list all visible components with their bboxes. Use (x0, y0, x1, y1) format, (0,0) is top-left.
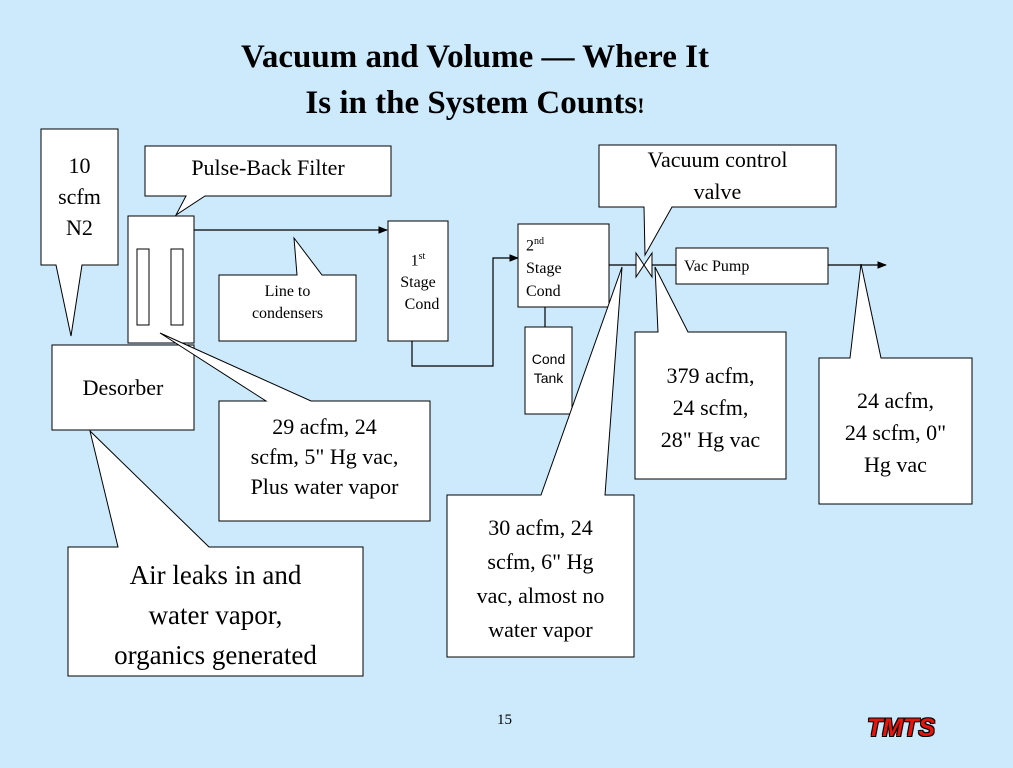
pump-outlet-line: 24 acfm, (857, 388, 934, 413)
desorber-box (51, 344, 195, 431)
slide-title-line2-text: Is in the System Counts (305, 85, 638, 121)
filter-outlet-line: scfm, 5" Hg vac, (250, 444, 399, 469)
n2-callout-line: scfm (58, 184, 101, 209)
pump-outlet-line: 24 scfm, 0" (844, 420, 947, 445)
stage1-superscript: st (418, 251, 426, 262)
desorber-leaks-line: organics generated (114, 640, 317, 670)
stage1-condenser-label: 1st Stage Cond (388, 246, 448, 316)
tmts-logo: TMTS (867, 714, 936, 742)
filter-element-right (170, 248, 184, 326)
condenser-outlet-line: 30 acfm, 24 (488, 515, 593, 540)
stage2-cond: Cond (526, 283, 561, 301)
cond-tank-line: Tank (533, 370, 564, 386)
vacuum-pump (675, 247, 829, 285)
pump-inlet-line: 28" Hg vac (660, 427, 761, 452)
vacuum-valve-line: Vacuum control (647, 147, 788, 172)
filter-callout-shape (144, 145, 392, 217)
stage2-word: Stage (526, 260, 562, 278)
filter-outlet-line: Plus water vapor (250, 474, 399, 499)
desorber-leaks-callout-shape (67, 429, 364, 677)
vacuum-valve-callout-shape (598, 144, 837, 257)
page-number: 15 (497, 712, 512, 728)
n2-callout-line: 10 (68, 153, 91, 178)
filter-outlet-callout-shape (159, 332, 431, 522)
pump-inlet-line: 379 acfm, (666, 363, 755, 388)
slide-title-line2: Is in the System Counts! (120, 82, 830, 127)
vacuum-valve-line: valve (693, 179, 742, 204)
line-to-condensers-text: Line to condensers (219, 281, 356, 325)
n2-callout-text: 10 scfm N2 (41, 150, 118, 243)
pipe-stage1-to-stage2 (411, 254, 519, 367)
stage2-number: 2 (526, 237, 534, 255)
pump-inlet-callout-text: 379 acfm, 24 scfm, 28" Hg vac (635, 360, 786, 456)
cond-tank-line: Cond (531, 351, 566, 367)
n2-callout-line: N2 (66, 215, 93, 240)
stage2-condenser (517, 223, 610, 308)
condenser-outlet-callout-text: 30 acfm, 24 scfm, 6" Hg vac, almost no w… (447, 511, 634, 647)
condenser-outlet-line: water vapor (488, 617, 593, 642)
line-to-condensers-line: Line to (264, 283, 311, 300)
desorber-label: Desorber (82, 375, 164, 400)
slide-title-exclamation: ! (637, 93, 645, 118)
pump-outlet-callout-text: 24 acfm, 24 scfm, 0" Hg vac (819, 385, 972, 481)
pump-outlet-line: Hg vac (864, 452, 927, 477)
pump-inlet-line: 24 scfm, (672, 395, 749, 420)
filter-element-left (136, 248, 150, 326)
condenser-outlet-callout-shape (446, 266, 635, 658)
stage2-superscript: nd (534, 236, 544, 247)
stage1-number: 1 (410, 252, 419, 270)
slide-title-line1: Vacuum and Volume — Where It (241, 39, 709, 75)
filter-outlet-line: 29 acfm, 24 (272, 414, 377, 439)
n2-callout-shape (40, 128, 119, 337)
stage1-word: Stage (400, 274, 436, 292)
condenser-outlet-line: scfm, 6" Hg (487, 549, 594, 574)
condenser-outlet-line: vac, almost no (476, 583, 605, 608)
filter-outlet-callout-text: 29 acfm, 24 scfm, 5" Hg vac, Plus water … (219, 412, 430, 502)
line-to-condensers-callout-shape (218, 236, 357, 342)
pump-outlet-callout-shape (818, 263, 973, 505)
stage2-condenser-label: 2nd Stage Cond (526, 230, 586, 303)
desorber-leaks-line: water vapor, (148, 600, 283, 630)
vacuum-control-valve (635, 251, 653, 279)
desorber-leaks-line: Air leaks in and (129, 560, 302, 590)
desorber-leaks-callout-text: Air leaks in and water vapor, organics g… (68, 555, 363, 675)
vac-pump-label: Vac Pump (684, 258, 750, 275)
stage1-cond: Cond (404, 296, 440, 314)
line-to-condensers-line: condensers (251, 305, 324, 322)
cond-tank-label: Cond Tank (525, 350, 572, 388)
stage1-condenser (387, 220, 449, 342)
condensate-tank (524, 326, 573, 415)
vacuum-valve-callout-text: Vacuum control valve (599, 144, 836, 208)
pump-inlet-callout-shape (634, 266, 787, 480)
filter-callout-text: Pulse-Back Filter (191, 155, 345, 180)
